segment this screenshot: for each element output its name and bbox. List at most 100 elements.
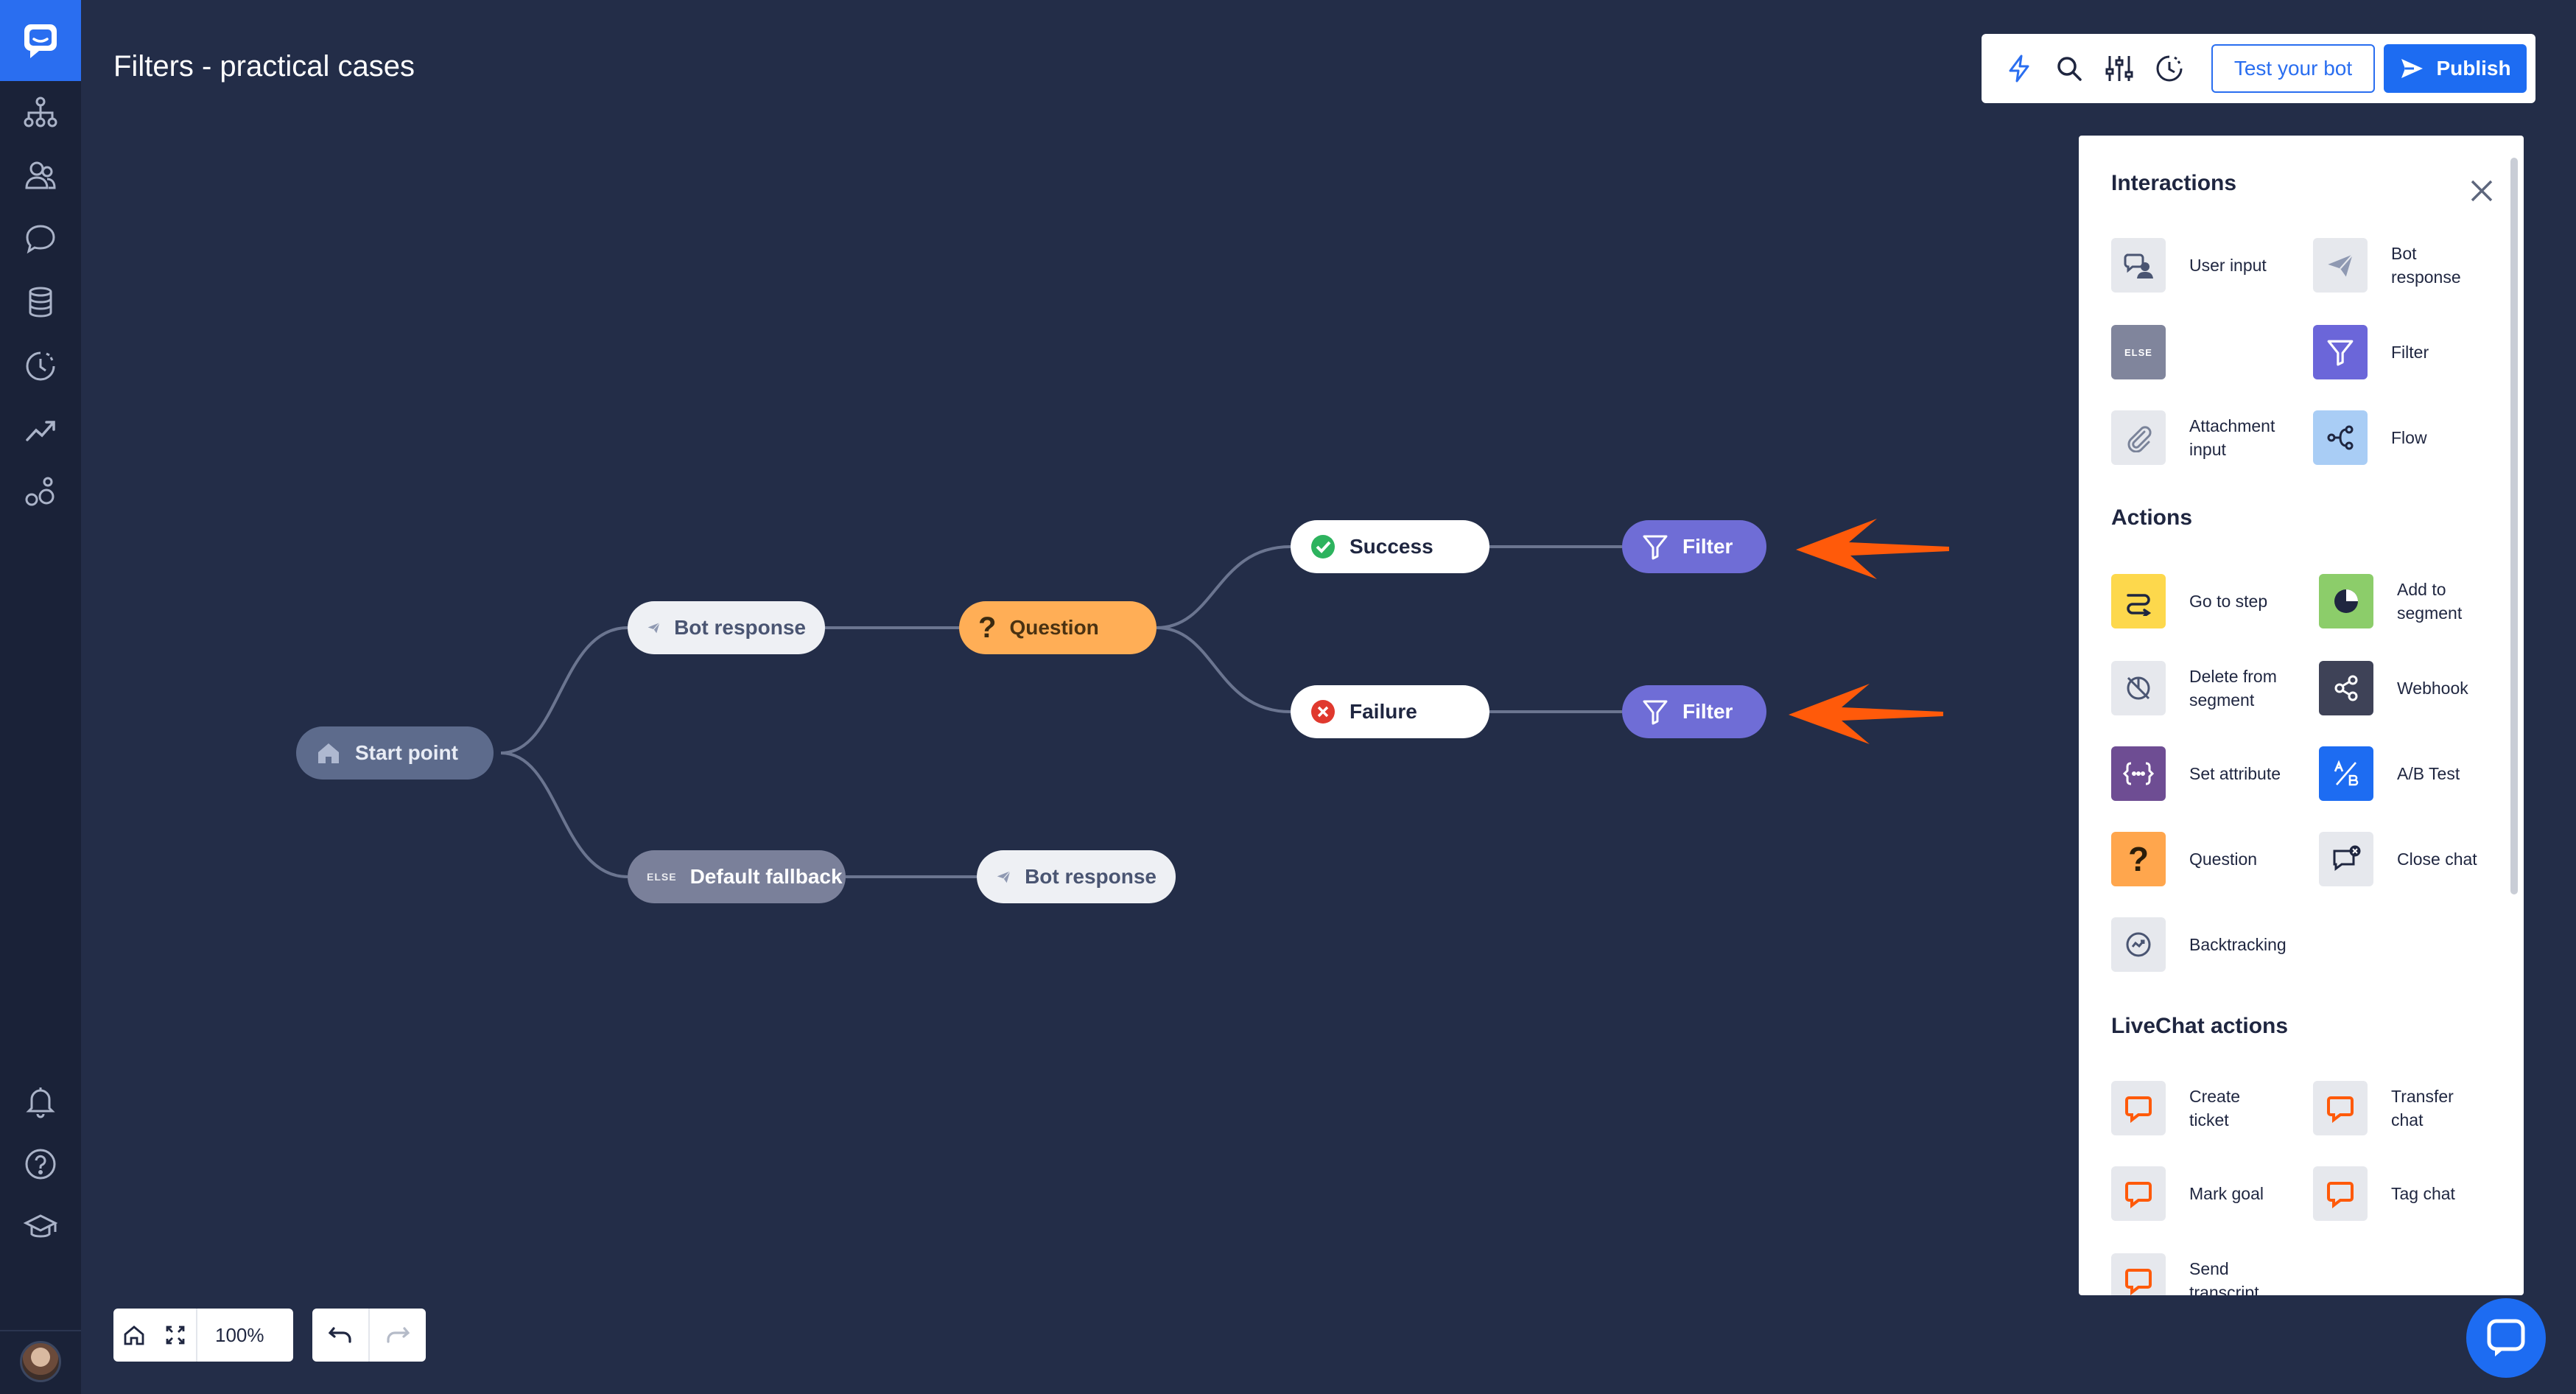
page-title: Filters - practical cases [113,50,415,83]
delete-segment-icon [2111,661,2166,715]
history-icon[interactable] [2151,50,2188,87]
avatar[interactable] [20,1341,61,1382]
panel-item-send-transcript[interactable]: Send transcript [2111,1251,2310,1295]
panel-item-filter[interactable]: Filter [2313,323,2512,382]
database-icon[interactable] [20,281,61,323]
node-label: Filter [1682,535,1733,558]
livechat-icon [2111,1081,2166,1135]
livechat-widget-button[interactable] [2466,1298,2546,1378]
panel-item-bot-response[interactable]: Bot response [2313,236,2512,295]
zoom-level[interactable]: 100% [215,1323,264,1346]
node-label: Success [1350,535,1433,558]
item-label: Mark goal [2189,1184,2264,1203]
node-filter-bottom[interactable]: Filter [1622,685,1766,738]
item-label: Go to step [2189,592,2268,611]
node-bot-response-top[interactable]: Bot response [628,601,825,654]
panel-item-close-chat[interactable]: Close chat [2319,830,2518,889]
home-icon[interactable] [113,1309,155,1362]
graduation-cap-icon[interactable] [20,1207,61,1248]
control-divider [368,1309,370,1362]
panel-item-transfer-chat[interactable]: Transfer chat [2313,1079,2512,1138]
panel-item-attachment-input[interactable]: Attachment input [2111,408,2310,467]
integrations-icon[interactable] [20,472,61,513]
panel-item-add-to-segment[interactable]: Add to segment [2319,572,2518,631]
interactions-panel: Interactions User input Bot response ELS… [2079,136,2524,1295]
panel-item-else[interactable]: ELSE [2111,323,2310,382]
canvas-view-controls: 100% [113,1309,293,1362]
node-success[interactable]: Success [1291,520,1489,573]
structure-icon[interactable] [20,91,61,133]
panel-item-tag-chat[interactable]: Tag chat [2313,1164,2512,1223]
node-bot-response-bottom[interactable]: Bot response [977,850,1176,903]
bell-icon[interactable] [20,1080,61,1121]
funnel-icon [2313,325,2368,379]
panel-item-flow[interactable]: Flow [2313,408,2512,467]
flow-icon [2313,410,2368,465]
send-icon [2401,59,2424,78]
trending-icon[interactable] [20,409,61,450]
control-divider [196,1309,197,1362]
livechat-icon [2111,1253,2166,1295]
panel-item-webhook[interactable]: Webhook [2319,659,2518,718]
error-circle-icon [1311,700,1335,724]
chat-logo-icon[interactable] [0,0,81,81]
node-default-fallback[interactable]: ELSE Default fallback [628,850,846,903]
chat-bubble-icon[interactable] [20,218,61,259]
pie-chart-icon [2319,574,2373,628]
paper-plane-icon [647,622,660,634]
history-icon[interactable] [20,346,61,387]
panel-item-question[interactable]: ? Question [2111,830,2310,889]
node-start-point[interactable]: Start point [296,726,494,780]
go-to-step-icon [2111,574,2166,628]
fit-screen-icon[interactable] [155,1309,196,1362]
panel-item-user-input[interactable]: User input [2111,236,2310,295]
search-icon[interactable] [2051,50,2088,87]
panel-item-ab-test[interactable]: A/B Test [2319,744,2518,803]
panel-item-mark-goal[interactable]: Mark goal [2111,1164,2310,1223]
node-question[interactable]: ? Question [959,601,1157,654]
item-label: Bot response [2391,244,2461,287]
history-controls [312,1309,426,1362]
else-tag: ELSE [2124,346,2152,358]
sliders-icon[interactable] [2101,50,2138,87]
item-label: A/B Test [2397,764,2460,783]
lightning-icon[interactable] [2001,50,2038,87]
top-toolbar: Test your bot Publish [1982,34,2535,103]
item-label: Close chat [2397,850,2477,869]
panel-item-delete-from-segment[interactable]: Delete from segment [2111,659,2310,718]
item-label: Webhook [2397,679,2468,698]
else-icon: ELSE [2111,325,2166,379]
node-label: Default fallback [689,865,843,888]
node-label: Filter [1682,700,1733,723]
publish-button[interactable]: Publish [2384,44,2527,93]
close-icon[interactable] [2463,172,2500,209]
panel-scrollbar[interactable] [2510,158,2518,894]
node-label: Failure [1350,700,1417,723]
redo-icon[interactable] [370,1309,426,1362]
livechat-icon [2111,1166,2166,1221]
node-failure[interactable]: Failure [1291,685,1489,738]
item-label: Question [2189,850,2258,869]
panel-item-backtracking[interactable]: Backtracking [2111,915,2310,974]
item-label: Flow [2391,428,2427,447]
panel-item-go-to-step[interactable]: Go to step [2111,572,2310,631]
else-icon: ELSE [647,871,677,883]
braces-icon [2111,746,2166,801]
item-label: Delete from segment [2189,667,2277,710]
test-bot-button[interactable]: Test your bot [2211,44,2375,93]
sidebar-divider [0,1330,81,1331]
home-icon [318,743,339,763]
item-label: Set attribute [2189,764,2281,783]
publish-label: Publish [2436,57,2511,80]
users-icon[interactable] [20,154,61,195]
node-filter-top[interactable]: Filter [1622,520,1766,573]
panel-item-create-ticket[interactable]: Create ticket [2111,1079,2310,1138]
close-chat-icon [2319,832,2373,886]
help-icon[interactable] [20,1143,61,1185]
panel-item-set-attribute[interactable]: Set attribute [2111,744,2310,803]
item-label: Transfer chat [2391,1087,2454,1129]
ab-test-icon [2319,746,2373,801]
livechat-actions-title: LiveChat actions [2111,1014,2289,1038]
item-label: Tag chat [2391,1184,2455,1203]
undo-icon[interactable] [312,1309,368,1362]
